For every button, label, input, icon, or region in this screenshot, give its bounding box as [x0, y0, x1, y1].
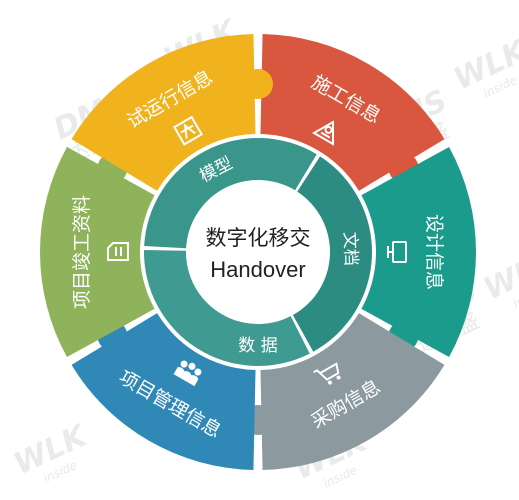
document-icon — [107, 242, 129, 261]
segment-shape — [71, 34, 256, 197]
segment-shape — [260, 307, 445, 470]
team-people-icon — [173, 360, 202, 387]
scale-frame-icon — [172, 115, 204, 146]
construction-warning-icon — [311, 120, 335, 146]
inner-ring-label: 数 据 — [238, 336, 277, 356]
segment-scale-frame — [71, 34, 273, 197]
segment-shape — [40, 146, 164, 358]
center-title: 数字化移交 — [206, 226, 311, 250]
inner-ring-segment — [144, 250, 310, 366]
inner-ring-label: 文档 — [339, 231, 360, 266]
monitor-icon — [387, 241, 407, 263]
segment-label: 设计信息 — [423, 214, 445, 290]
watermark-sub: inside — [511, 283, 519, 311]
shopping-cart-icon — [313, 362, 341, 385]
segment-label: 项目竣工资料 — [71, 195, 93, 309]
puzzle-knob — [243, 69, 273, 99]
inner-ring-segment — [144, 137, 317, 249]
outer-segments — [40, 34, 476, 470]
segment-shape — [352, 146, 476, 358]
inner-ring-segment — [292, 156, 372, 352]
center-subtitle: Handover — [210, 257, 305, 282]
center-circle — [188, 182, 328, 322]
